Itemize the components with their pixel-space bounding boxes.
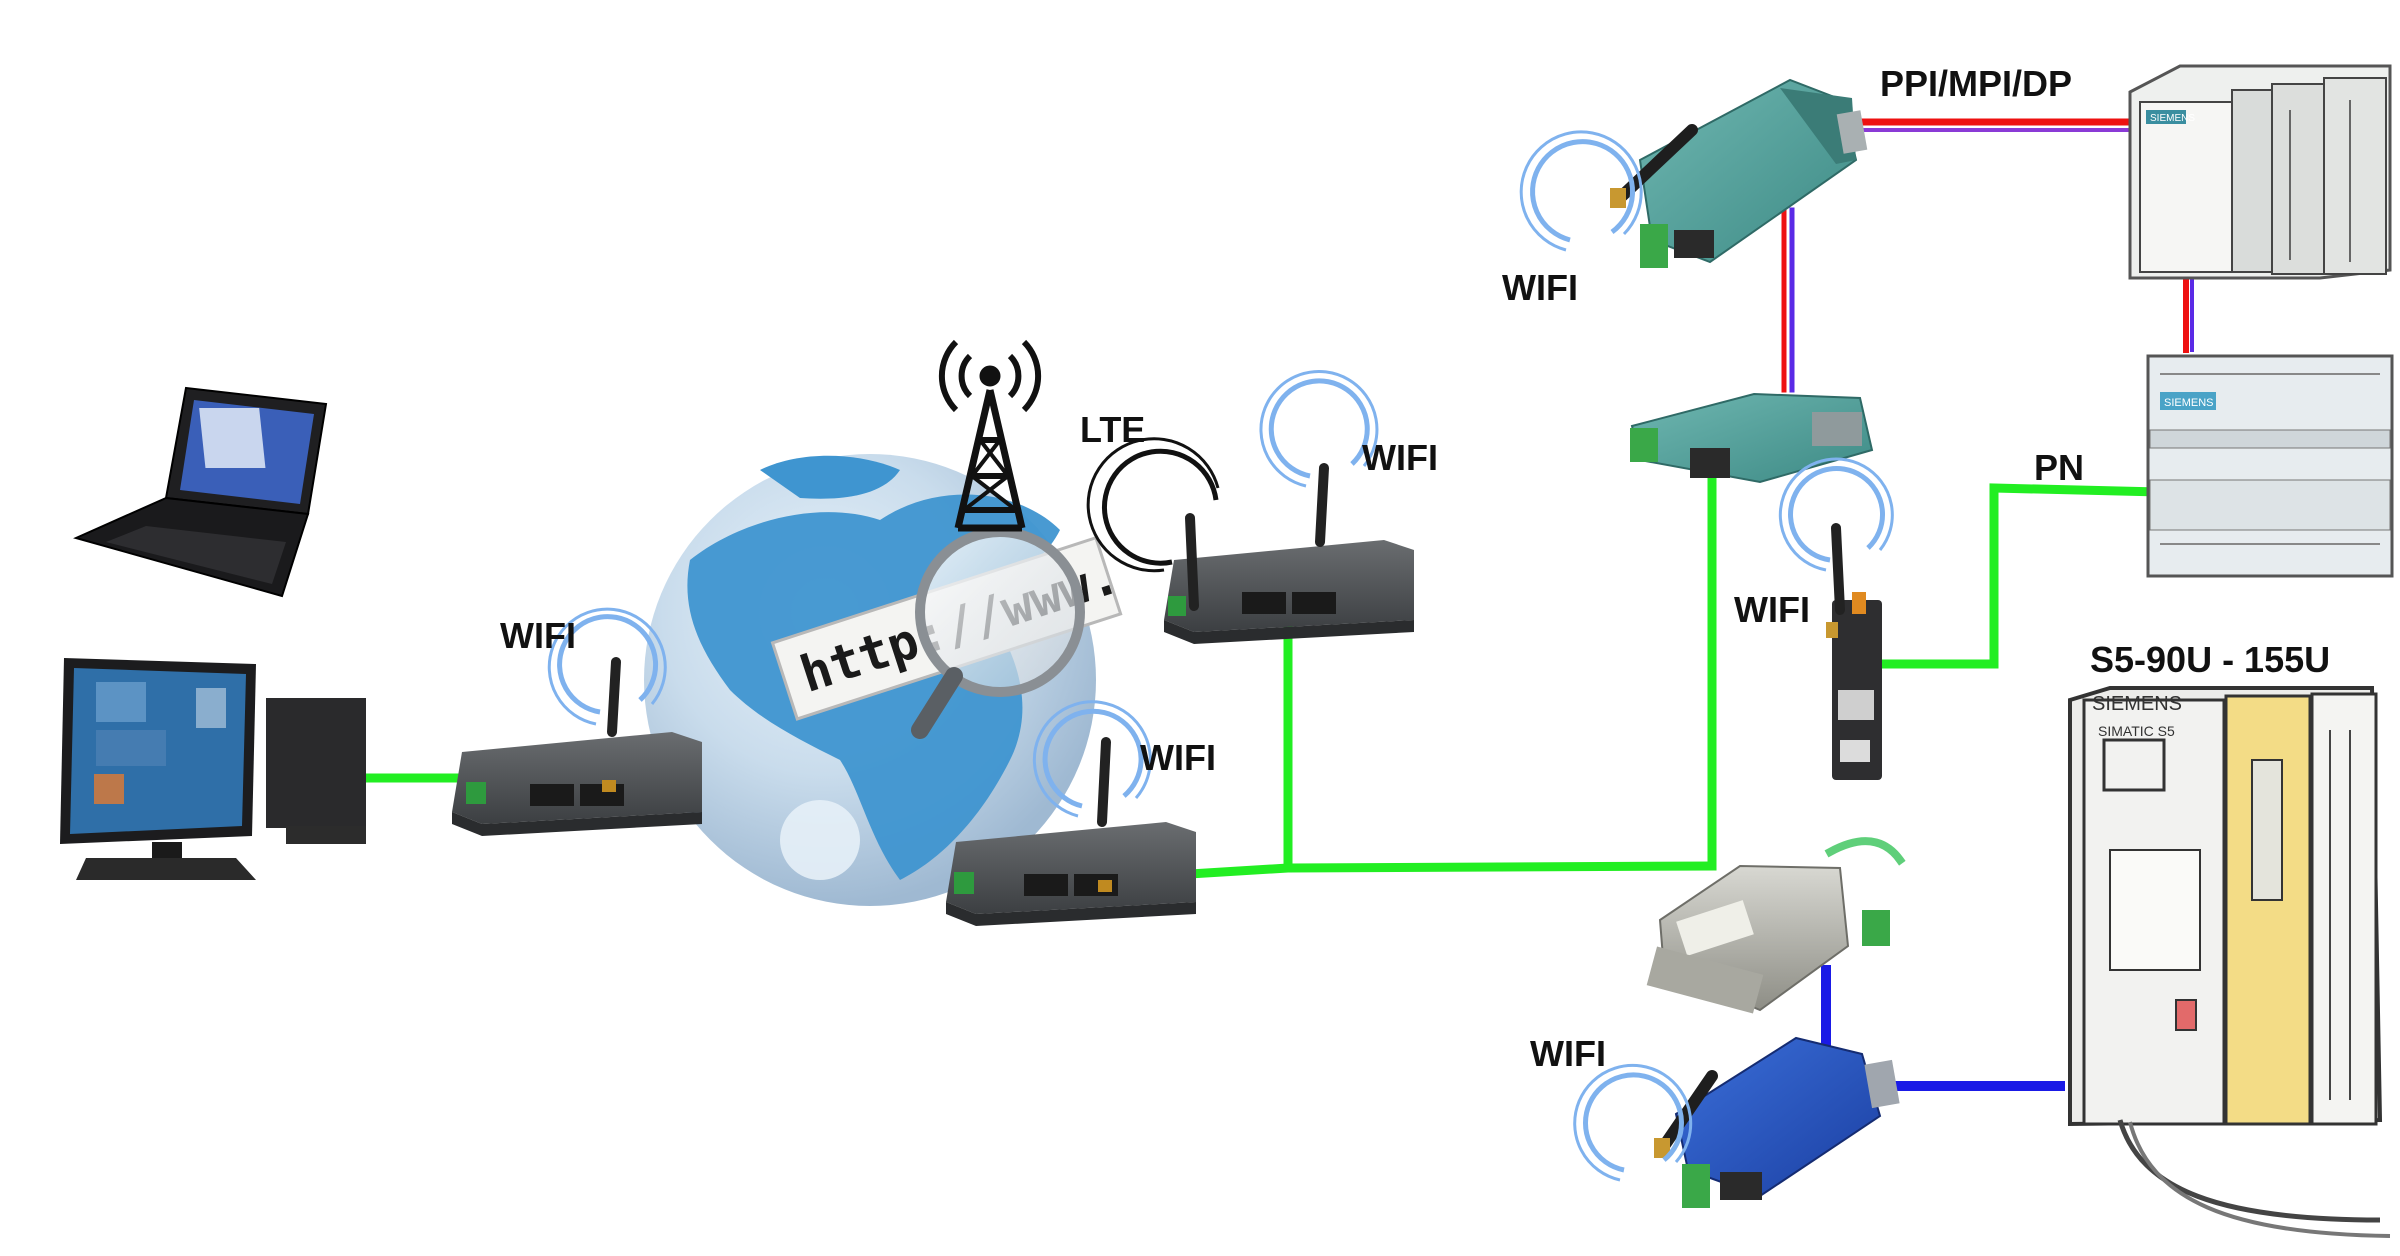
label-wifi-bottom-adapter: WIFI [1530,1033,1606,1074]
ethernet-cable-curved [1830,841,1900,860]
plc-adapter-icon [1826,528,1882,780]
label-wifi-globe-router: WIFI [1140,737,1216,778]
label-s5-range: S5-90U - 155U [2090,639,2330,680]
label-wifi-pn-gateway: WIFI [1734,589,1810,630]
ethernet-cable-globe-router [1190,866,1712,874]
ethernet-cable-pn [1882,488,2160,664]
label-ppi-mpi-dp: PPI/MPI/DP [1880,63,2072,104]
plc-adapter-icon [1610,80,1867,268]
s7-1200-plc-icon: SIEMENS [2148,356,2392,576]
desktop-computer-icon [60,658,366,880]
label-wifi-left-router: WIFI [500,615,576,656]
plc-adapter-icon [1647,866,1890,1014]
s5-brand: SIEMENS [2092,693,2182,715]
wifi-signal-icon [1585,1075,1681,1170]
label-wifi-top-adapter: WIFI [1502,267,1578,308]
wifi-router-icon [1164,468,1414,644]
laptop-icon [76,388,326,596]
label-pn: PN [2034,447,2084,488]
s7-300-plc-icon: SIEMENS [2130,66,2390,278]
s5-plc-icon: SIEMENS SIMATIC S5 [2070,688,2390,1236]
s7-1200-brand: SIEMENS [2164,397,2214,409]
label-wifi-lte-router: WIFI [1362,437,1438,478]
s7-300-brand: SIEMENS [2150,113,2195,124]
wifi-signal-icon [1271,381,1367,476]
s5-model: SIMATIC S5 [2098,723,2175,739]
label-lte: LTE [1080,409,1145,450]
lte-signal-icon [1088,439,1218,571]
